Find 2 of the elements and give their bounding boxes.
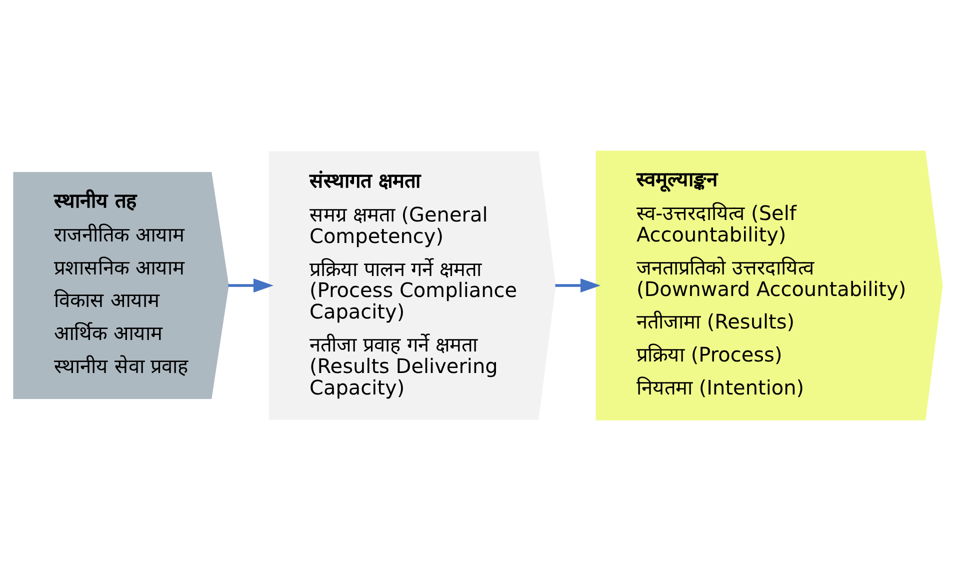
arrow [555, 278, 601, 292]
arrow [228, 278, 274, 292]
